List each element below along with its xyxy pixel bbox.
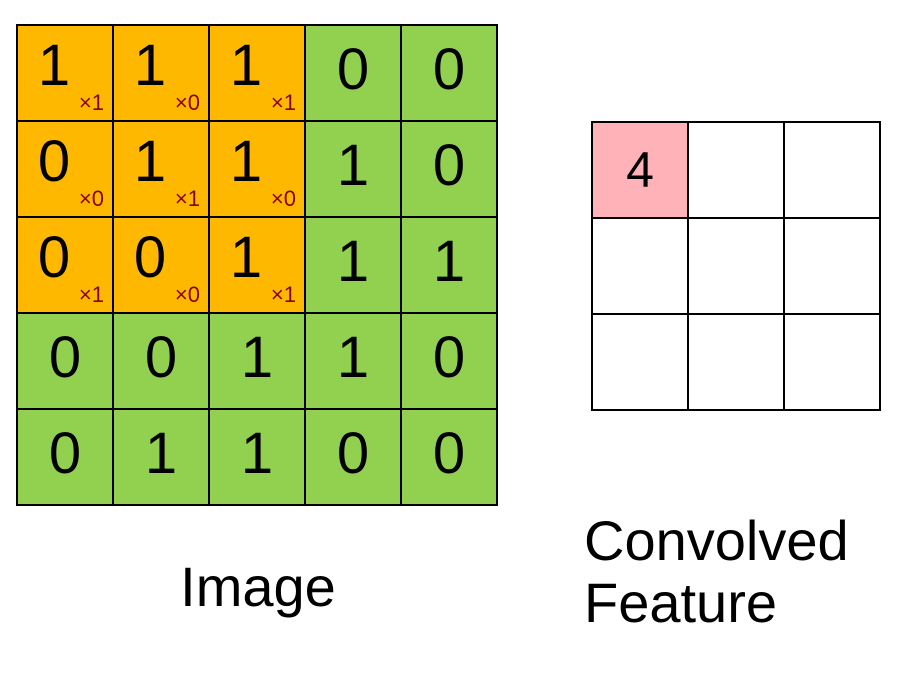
convolved-feature-label-line2: Feature [584, 570, 777, 634]
image-cell-kernel: 1 ×1 [210, 26, 306, 122]
image-cell-kernel: 1 ×1 [114, 122, 210, 218]
image-cell-value: 0 [133, 225, 167, 290]
image-cell-value: 1 [229, 33, 263, 98]
image-cell-value: 0 [37, 225, 71, 290]
image-cell: 1 [210, 314, 306, 410]
image-cell-kernel: 0 ×1 [18, 218, 114, 314]
image-cell-kernel: 1 ×1 [18, 26, 114, 122]
convolved-cell [593, 315, 689, 411]
image-cell-value: 1 [144, 421, 178, 486]
kernel-weight: ×1 [78, 282, 104, 307]
kernel-weight: ×1 [174, 186, 200, 211]
image-cell: 0 [306, 410, 402, 506]
convolved-cell [689, 219, 785, 315]
convolved-cell [689, 315, 785, 411]
image-cell-value: 0 [144, 325, 178, 390]
image-cell: 1 [306, 122, 402, 218]
kernel-weight: ×0 [174, 90, 200, 115]
image-cell-value: 1 [336, 325, 370, 390]
convolved-feature-matrix: 4 [591, 121, 881, 411]
kernel-weight: ×0 [270, 186, 296, 211]
image-cell-value: 0 [336, 421, 370, 486]
image-cell: 0 [306, 26, 402, 122]
image-cell: 1 [306, 314, 402, 410]
image-cell-value: 1 [336, 229, 370, 294]
image-cell-value: 1 [432, 229, 466, 294]
image-cell-kernel: 0 ×0 [114, 218, 210, 314]
kernel-weight: ×0 [174, 282, 200, 307]
convolved-feature-label-line1: Convolved [584, 509, 849, 572]
image-cell-kernel: 1 ×0 [114, 26, 210, 122]
convolved-cell [593, 219, 689, 315]
image-cell-value: 0 [432, 133, 466, 198]
image-cell-value: 0 [432, 421, 466, 486]
kernel-weight: ×1 [270, 282, 296, 307]
image-cell-value: 1 [229, 129, 263, 194]
image-cell: 1 [114, 410, 210, 506]
convolved-cell-filled: 4 [593, 123, 689, 219]
image-label: Image [180, 555, 336, 618]
image-cell: 0 [114, 314, 210, 410]
image-cell-value: 1 [336, 133, 370, 198]
kernel-weight: ×0 [78, 186, 104, 211]
image-cell: 0 [402, 26, 498, 122]
image-cell-value: 0 [336, 37, 370, 102]
image-cell: 0 [402, 122, 498, 218]
convolved-cell [785, 219, 881, 315]
convolved-cell [689, 123, 785, 219]
convolved-cell [785, 315, 881, 411]
image-cell-value: 0 [48, 325, 82, 390]
image-cell: 0 [402, 410, 498, 506]
image-cell: 0 [18, 410, 114, 506]
image-cell-value: 0 [37, 129, 71, 194]
image-cell-value: 1 [229, 225, 263, 290]
image-cell-value: 1 [240, 421, 274, 486]
image-cell-kernel: 0 ×0 [18, 122, 114, 218]
image-cell: 1 [402, 218, 498, 314]
image-cell: 0 [18, 314, 114, 410]
convolved-cell [785, 123, 881, 219]
image-cell-value: 1 [37, 33, 71, 98]
image-cell-value: 0 [432, 325, 466, 390]
image-cell-value: 1 [133, 33, 167, 98]
image-cell: 0 [402, 314, 498, 410]
image-cell-value: 1 [133, 129, 167, 194]
image-cell: 1 [306, 218, 402, 314]
image-cell-value: 1 [240, 325, 274, 390]
kernel-weight: ×1 [270, 90, 296, 115]
image-cell-value: 0 [48, 421, 82, 486]
image-cell: 1 [210, 410, 306, 506]
convolved-feature-label: Convolved Feature [584, 510, 894, 633]
image-cell-kernel: 1 ×1 [210, 218, 306, 314]
image-cell-value: 0 [432, 37, 466, 102]
kernel-weight: ×1 [78, 90, 104, 115]
image-cell-kernel: 1 ×0 [210, 122, 306, 218]
